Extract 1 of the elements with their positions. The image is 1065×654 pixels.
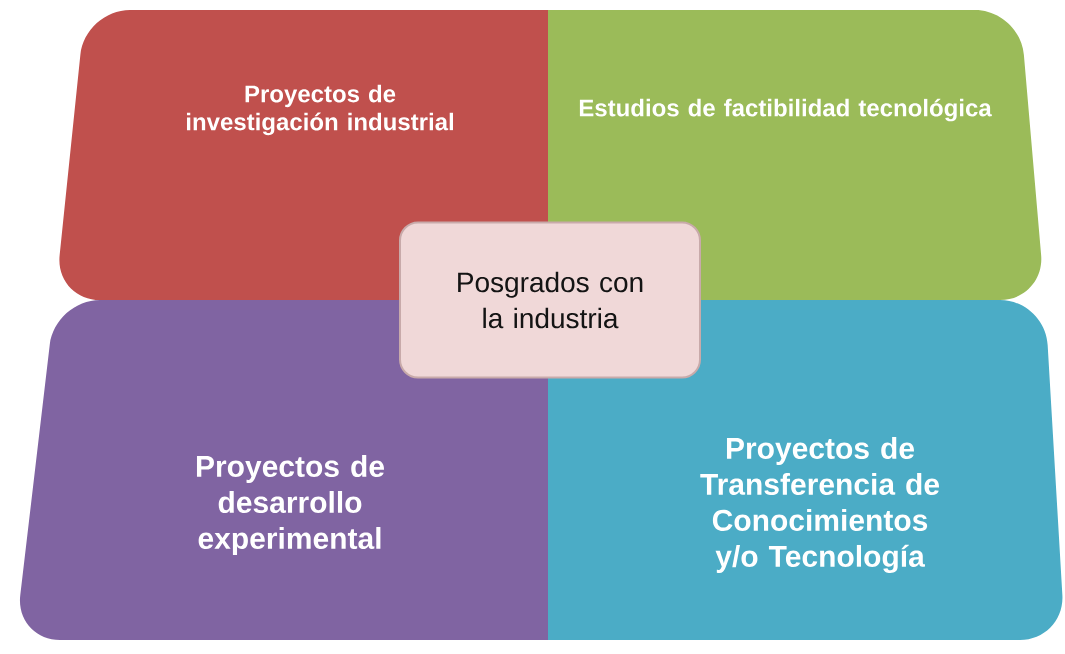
center-box: Posgrados con la industria <box>399 221 701 379</box>
